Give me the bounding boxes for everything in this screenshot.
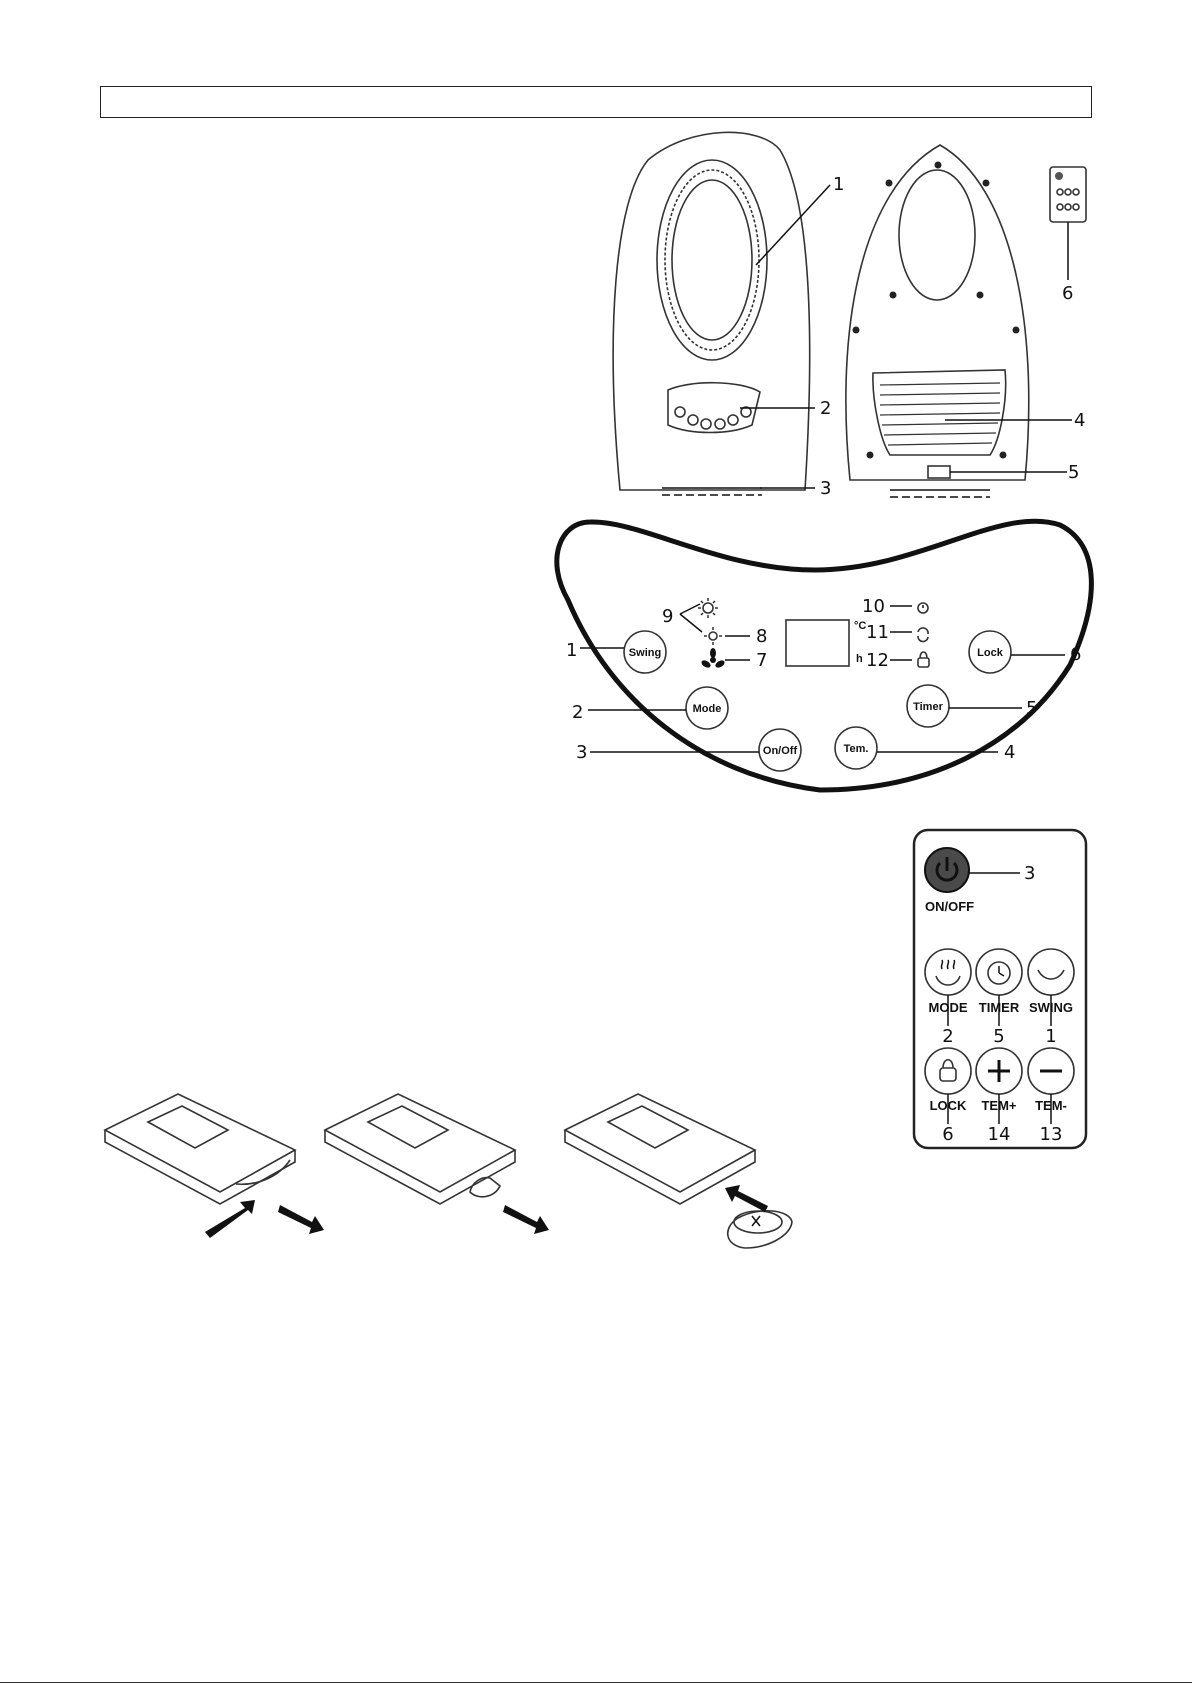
mode-button-label: Mode [693, 703, 722, 715]
lock-button[interactable]: Lock [969, 631, 1011, 673]
fan-icon [700, 648, 726, 669]
panel-label-10: 10 [862, 596, 885, 617]
swing-button[interactable]: Swing [624, 631, 666, 673]
swing-cycle-icon [918, 628, 928, 642]
display-screen [786, 620, 849, 666]
device-front-view [613, 132, 809, 495]
remote-temp-plus-number: 14 [988, 1124, 1011, 1145]
sun-small-icon [704, 627, 722, 645]
tem-button-label: Tem. [844, 743, 869, 755]
battery-step-3 [565, 1094, 792, 1248]
alarm-clock-icon [918, 603, 928, 613]
timer-button-label: Timer [913, 701, 943, 713]
panel-label-6: 6 [1070, 644, 1081, 665]
celsius-unit: °C [854, 620, 866, 632]
device-label-3: 3 [820, 478, 831, 499]
device-label-2: 2 [820, 398, 831, 419]
lock-button-label: Lock [977, 647, 1004, 659]
device-label-6: 6 [1062, 283, 1073, 304]
panel-label-2: 2 [572, 702, 583, 723]
lock-icon [940, 1060, 956, 1081]
remote-timer-number: 5 [993, 1026, 1004, 1047]
mode-button[interactable]: Mode [686, 687, 728, 729]
device-label-4: 4 [1074, 410, 1085, 431]
coin-battery-icon [728, 1211, 792, 1248]
lock-icon [918, 652, 929, 667]
remote-lock-number: 6 [942, 1124, 953, 1145]
device-back-view [846, 145, 1029, 497]
panel-label-7: 7 [756, 650, 767, 671]
battery-step-2 [325, 1094, 549, 1234]
remote-mode-number: 2 [942, 1026, 953, 1047]
remote-temp-plus-button[interactable] [976, 1048, 1022, 1094]
timer-button[interactable]: Timer [907, 685, 949, 727]
panel-label-8: 8 [756, 626, 767, 647]
panel-label-9: 9 [662, 606, 673, 627]
plus-icon [988, 1060, 1010, 1082]
heat-waves-icon [941, 960, 954, 969]
sun-icon [698, 598, 718, 618]
remote-timer-button[interactable] [976, 949, 1022, 995]
remote-onoff-number: 3 [1024, 863, 1035, 884]
panel-label-12: 12 [866, 650, 889, 671]
onoff-button[interactable]: On/Off [759, 729, 801, 771]
hours-unit: h [856, 653, 863, 665]
panel-label-11: 11 [866, 622, 889, 643]
remote-mode-button[interactable] [925, 949, 971, 995]
panel-label-5: 5 [1026, 698, 1037, 719]
remote-onoff-label: ON/OFF [925, 899, 974, 914]
panel-label-1: 1 [566, 640, 577, 661]
swing-arc-icon [1038, 970, 1064, 979]
device-label-5: 5 [1068, 462, 1079, 483]
footer-rule [0, 1682, 1192, 1683]
device-label-1: 1 [833, 174, 844, 195]
swing-button-label: Swing [629, 647, 661, 659]
remote-swing-number: 1 [1045, 1026, 1056, 1047]
remote-temp-minus-number: 13 [1040, 1124, 1063, 1145]
battery-step-1 [105, 1094, 324, 1238]
remote-temp-minus-button[interactable] [1028, 1048, 1074, 1094]
remote-lock-button[interactable] [925, 1048, 971, 1094]
remote-swing-button[interactable] [1028, 949, 1074, 995]
tem-button[interactable]: Tem. [835, 727, 877, 769]
alarm-clock-icon [988, 962, 1010, 984]
panel-label-4: 4 [1004, 742, 1015, 763]
remote-power-button[interactable] [925, 848, 969, 892]
small-remote-thumbnail [1050, 167, 1086, 222]
panel-label-3: 3 [576, 742, 587, 763]
onoff-button-label: On/Off [763, 745, 798, 757]
